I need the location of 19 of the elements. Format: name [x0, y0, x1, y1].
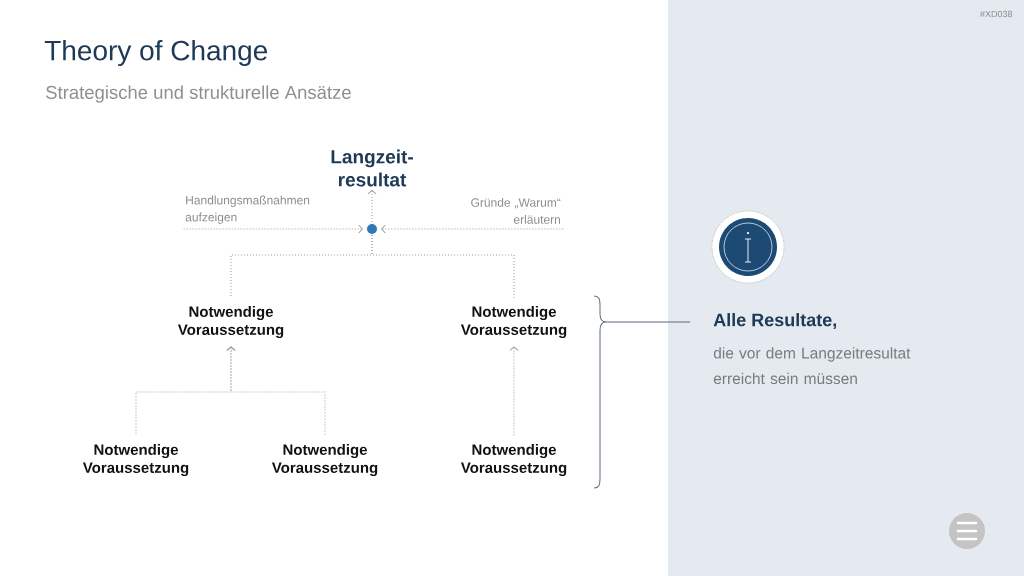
dotted-arrow	[226, 346, 326, 437]
precondition-text: Notwendige Voraussetzung	[460, 444, 567, 477]
slide-code: #XD038	[980, 10, 1013, 18]
annotation-text: Handlungsmaßnahmen aufzeigen	[185, 195, 310, 224]
heading: Alle Resultate,	[713, 313, 836, 329]
title: Theory of Change	[44, 39, 268, 67]
precondition-text: Notwendige Voraussetzung	[177, 306, 284, 339]
annotation-text: Gründe „Warum“ erläutern	[471, 198, 561, 224]
precondition-text: Notwendige Voraussetzung	[271, 444, 378, 477]
description: die vor dem Langzeitresultat erreicht sein müssen	[713, 347, 911, 385]
dotted-arrow	[381, 224, 565, 234]
goal-text: Langzeit- resultat	[331, 149, 413, 187]
precondition-text: Notwendige Voraussetzung	[460, 306, 567, 339]
subtitle: Strategische und strukturelle Ansätze	[46, 85, 351, 103]
dotted-arrow	[181, 224, 363, 234]
connector-line	[371, 234, 515, 299]
dotted-arrow	[367, 189, 377, 224]
precondition-text: Notwendige Voraussetzung	[82, 444, 189, 477]
dotted-arrow	[509, 346, 519, 437]
